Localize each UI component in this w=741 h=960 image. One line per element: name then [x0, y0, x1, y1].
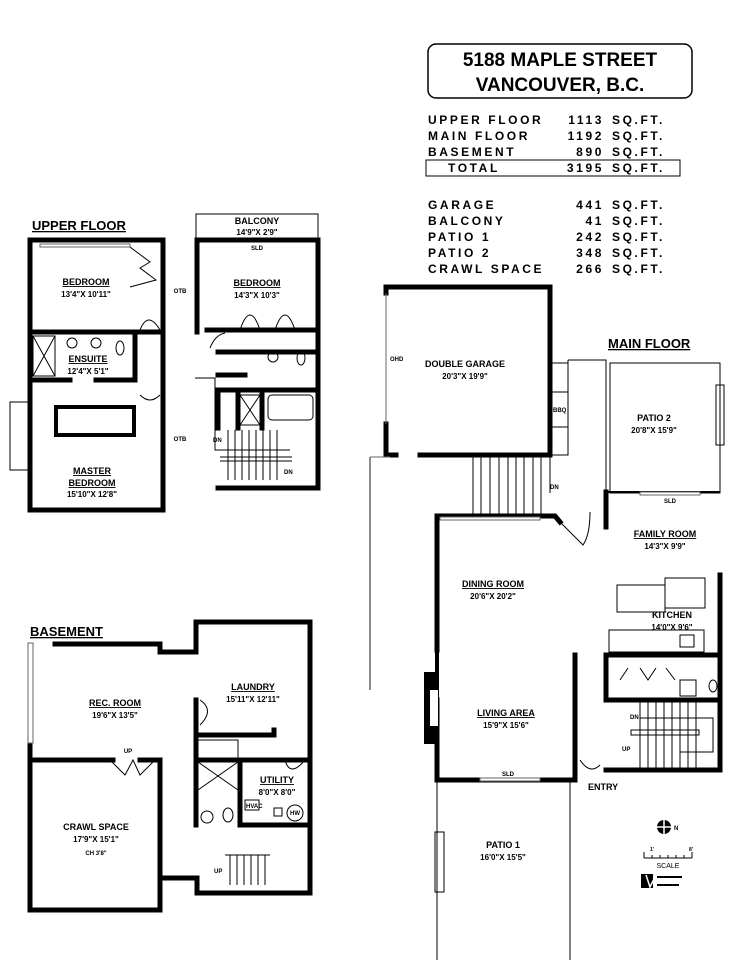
area-value: 1192: [568, 129, 604, 143]
hvac-label: HVAC: [246, 804, 263, 810]
area-unit: SQ.FT.: [612, 198, 665, 212]
bbq-label: BBQ: [553, 408, 567, 414]
laundry-dim: 15'11"X 12'11": [226, 695, 280, 704]
dining-room-dim: 20'6"X 20'2": [470, 592, 516, 601]
ceiling-height-note: CH 3'8": [85, 851, 106, 857]
living-area-label: LIVING AREA: [477, 708, 535, 718]
upper-stairs: [195, 377, 292, 480]
area-unit: SQ.FT.: [612, 262, 665, 276]
scale-min: 1': [650, 847, 654, 853]
area-label: GARAGE: [428, 198, 496, 212]
garage-dim: 20'3"X 19'9": [442, 372, 488, 381]
laundry-label: LAUNDRY: [231, 682, 275, 692]
dining-room-label: DINING ROOM: [462, 579, 524, 589]
sld-label: SLD: [502, 772, 515, 778]
area-table: UPPER FLOOR 1113 SQ.FT. MAIN FLOOR 1192 …: [425, 113, 681, 276]
bedroom-1-dim: 13'4"X 10'11": [61, 290, 111, 299]
area-unit: SQ.FT.: [612, 214, 665, 228]
patio-2-label: PATIO 2: [637, 413, 671, 423]
main-floor-heading: MAIN FLOOR: [608, 336, 691, 351]
kitchen-dim: 14'0"X 9'6": [651, 623, 692, 632]
area-unit: SQ.FT.: [612, 113, 665, 127]
area-label: BALCONY: [428, 214, 506, 228]
upper-floor-plan: UPPER FLOOR BEDROOM 13'4"X 10'11" BAL: [9, 213, 321, 513]
area-value: 890: [576, 145, 604, 159]
area-value: 242: [576, 230, 604, 244]
utility-label: UTILITY: [260, 775, 294, 785]
patio-1-dim: 16'0"X 15'5": [480, 853, 526, 862]
area-value: 348: [576, 246, 604, 260]
upper-floor-heading: UPPER FLOOR: [32, 218, 127, 233]
up-label: UP: [214, 869, 222, 875]
area-unit: SQ.FT.: [612, 246, 665, 260]
scale-max: 8': [689, 847, 693, 853]
bedroom-1-label: BEDROOM: [63, 277, 110, 287]
address-box: 5188 MAPLE STREET VANCOUVER, B.C.: [427, 43, 693, 99]
rec-room-dim: 19'6"X 13'5": [92, 711, 138, 720]
area-value: 1113: [568, 113, 604, 127]
total-label: TOTAL: [448, 161, 500, 175]
utility-dim: 8'0"X 8'0": [259, 788, 296, 797]
main-floor-plan: MAIN FLOOR: [369, 284, 725, 960]
area-unit: SQ.FT.: [612, 230, 665, 244]
company-logo: [641, 874, 682, 889]
legend: N 1' 8' SCALE: [641, 820, 693, 889]
sld-label: SLD: [664, 499, 677, 505]
balcony-label: BALCONY: [235, 216, 280, 226]
patio-1-label: PATIO 1: [486, 840, 520, 850]
garage-label: DOUBLE GARAGE: [425, 359, 505, 369]
dn-label: DN: [630, 715, 639, 721]
otb-label: OTB: [174, 437, 187, 443]
scale-bar: 1' 8' SCALE: [643, 847, 693, 870]
crawl-space-dim: 17'9"X 15'1": [73, 835, 119, 844]
scale-label: SCALE: [657, 863, 680, 870]
area-value: 41: [585, 214, 604, 228]
kitchen-label: KITCHEN: [652, 610, 692, 620]
up-label: UP: [622, 747, 630, 753]
bedroom-2-dim: 14'3"X 10'3": [234, 291, 280, 300]
address-line-2: VANCOUVER, B.C.: [476, 75, 645, 96]
area-label: UPPER FLOOR: [428, 113, 543, 127]
basement-plan: BASEMENT REC. ROOM 19'6"X 13'5" LAUNDRY …: [27, 619, 313, 913]
main-stairs: [630, 702, 714, 768]
area-label: CRAWL SPACE: [428, 262, 544, 276]
up-label: UP: [124, 749, 132, 755]
master-bedroom-label: MASTER: [73, 466, 112, 476]
area-label: MAIN FLOOR: [428, 129, 530, 143]
balcony-dim: 14'9"X 2'9": [236, 228, 277, 237]
area-label: BASEMENT: [428, 145, 516, 159]
rec-room-label: REC. ROOM: [89, 698, 141, 708]
dn-label: DN: [213, 438, 222, 444]
master-bedroom-dim: 15'10"X 12'8": [67, 490, 117, 499]
sld-label: SLD: [251, 246, 264, 252]
patio-2-dim: 20'8"X 15'9": [631, 426, 677, 435]
ohd-label: OHD: [390, 357, 404, 363]
ensuite-label: ENSUITE: [68, 354, 107, 364]
area-unit: SQ.FT.: [612, 145, 665, 159]
family-room-dim: 14'3"X 9'9": [644, 542, 685, 551]
total-value: 3195: [567, 161, 604, 175]
living-area-dim: 15'9"X 15'6": [483, 721, 529, 730]
north-arrow-icon: N: [657, 820, 678, 834]
dn-label: DN: [284, 470, 293, 476]
family-room-label: FAMILY ROOM: [634, 529, 697, 539]
bedroom-2-label: BEDROOM: [234, 278, 281, 288]
area-label: PATIO 1: [428, 230, 491, 244]
dn-label: DN: [550, 485, 559, 491]
crawl-space-label: CRAWL SPACE: [63, 822, 129, 832]
area-value: 266: [576, 262, 604, 276]
area-unit: SQ.FT.: [612, 129, 665, 143]
otb-label: OTB: [174, 289, 187, 295]
entry-label: ENTRY: [588, 782, 618, 792]
ensuite-dim: 12'4"X 5'1": [67, 367, 108, 376]
area-value: 441: [576, 198, 604, 212]
hw-label: HW: [290, 811, 300, 817]
basement-stairs: [225, 854, 270, 885]
basement-heading: BASEMENT: [30, 624, 103, 639]
address-line-1: 5188 MAPLE STREET: [463, 50, 658, 71]
master-bedroom-label-2: BEDROOM: [69, 478, 116, 488]
area-label: PATIO 2: [428, 246, 491, 260]
north-label: N: [674, 826, 678, 832]
area-unit: SQ.FT.: [612, 161, 665, 175]
